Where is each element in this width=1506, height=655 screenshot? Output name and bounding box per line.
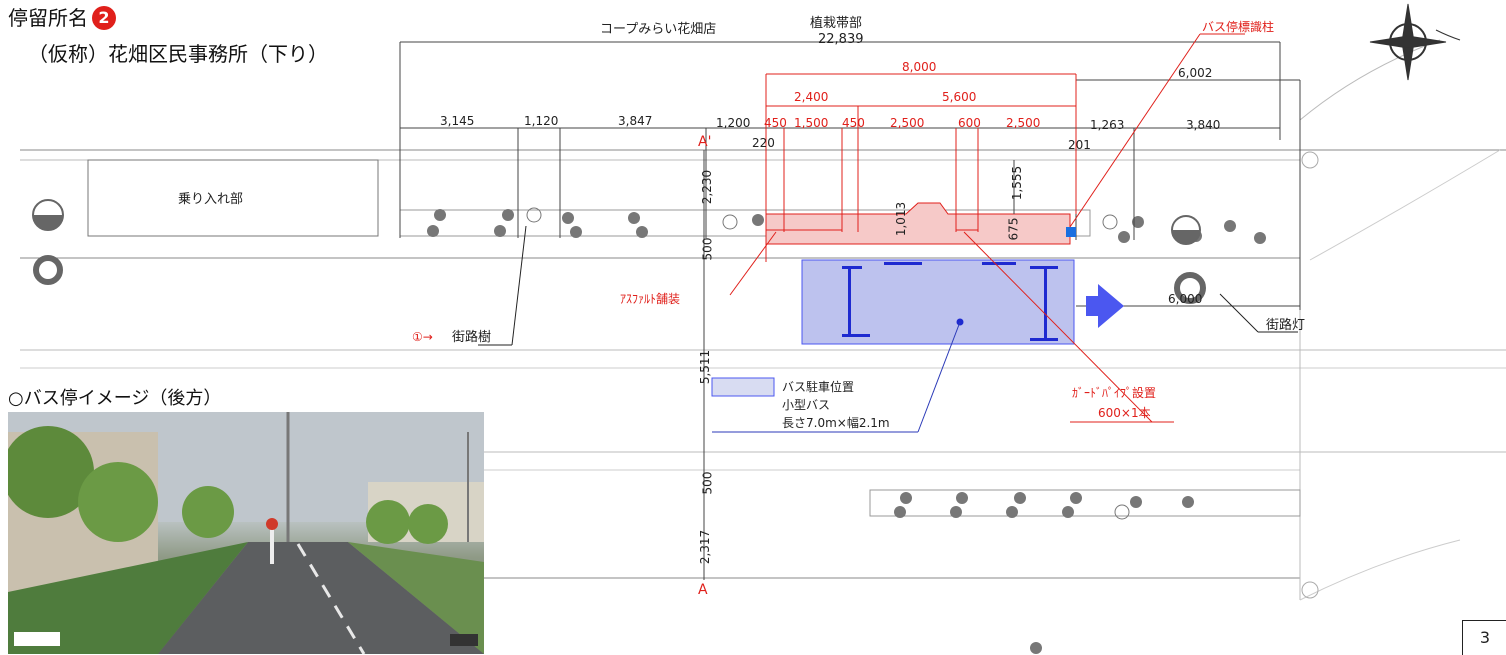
dim-seg-2: 1,120 [524,114,559,128]
dim-right-span: 6,002 [1178,66,1213,80]
red-dimension-lines [765,73,1077,262]
bus-stop-photo [8,412,484,654]
compass-icon [1369,3,1461,81]
street-trees-far [894,492,1194,654]
bus-wheels [842,262,1058,341]
bus-sign-pole-label: バス停標識柱 [1202,20,1275,34]
dim-seg-10: 2,500 [1006,116,1041,130]
bus-parking-area [801,259,1075,345]
dim-seg-3: 3,847 [618,114,653,128]
dim-seg-11: 1,263 [1090,118,1125,132]
direction-arrow [1086,284,1124,328]
dim-seg-7: 450 [842,116,865,130]
bus-stop-sign-marker [1066,227,1076,237]
dim-v-5511: 5,511 [698,349,713,385]
section-a-top: A' [698,134,712,150]
street-tree-label: 街路樹 [452,330,492,345]
photo-illustration [8,412,484,654]
dim-seg-6: 1,500 [794,116,829,130]
page-number: 3 [1462,620,1506,655]
dim-201: 201 [1068,138,1091,152]
tree-rings-near [526,207,1118,230]
dim-v-500a: 500 [700,237,715,261]
legend-size: 長さ7.0m×幅2.1m [782,416,890,430]
street-light-label: 街路灯 [1266,318,1306,333]
stop-title-prefix: 停留所名 [8,6,88,30]
asphalt-area [765,202,1071,245]
dim-v-2230: 2,230 [700,169,715,205]
dim-seg-9: 600 [958,116,981,130]
boarding-zone-label: 乗り入れ部 [178,192,244,207]
dim-red-total: 8,000 [902,60,937,74]
blue-leader [712,321,961,433]
asphalt-label: ｱｽﾌｧﾙﾄ舗装 [620,292,681,306]
red-leaders [729,33,1245,423]
dim-seg-4: 1,200 [716,116,751,130]
dim-v-675: 675 [1006,217,1021,241]
dim-total: 22,839 [818,32,864,47]
dim-red-sub1: 2,400 [794,90,829,104]
guard-pipe-spec: 600×1本 [1098,406,1151,420]
marker-one-label: ①→ [412,330,433,344]
dim-bus-len: 6,000 [1168,292,1203,306]
dim-v-1013: 1,013 [894,201,909,237]
dim-v-2317: 2,317 [698,529,713,565]
coop-store-label: コープみらい花畑店 [600,22,717,37]
legend-title: バス駐車位置 [782,380,855,394]
photo-title: ○バス停イメージ（後方） [8,388,222,409]
dim-v-1555: 1,555 [1010,165,1025,201]
dim-v-500b: 500 [700,471,715,495]
black-leaders [478,225,1298,346]
street-trees-near [427,209,1266,244]
planting-strip-far [869,489,1301,517]
legend-vehicle: 小型バス [782,398,831,412]
street-light-icons [32,151,1319,599]
stop-name: （仮称）花畑区民事務所（下り） [28,42,328,66]
dim-seg-12: 3,840 [1186,118,1221,132]
guard-pipe-title: ｶﾞｰﾄﾞﾊﾟｲﾌﾟ設置 [1072,386,1157,400]
dim-red-sub2: 5,600 [942,90,977,104]
dim-seg-5: 450 [764,116,787,130]
section-a-bottom: A [698,582,708,598]
planting-zone-label: 植栽帯部 [810,16,863,31]
stop-number-badge: 2 [92,6,116,30]
boarding-zone-box [87,159,379,237]
dim-seg-1: 3,145 [440,114,475,128]
dim-seg-8: 2,500 [890,116,925,130]
dim-220: 220 [752,136,775,150]
legend-swatch [711,377,775,397]
